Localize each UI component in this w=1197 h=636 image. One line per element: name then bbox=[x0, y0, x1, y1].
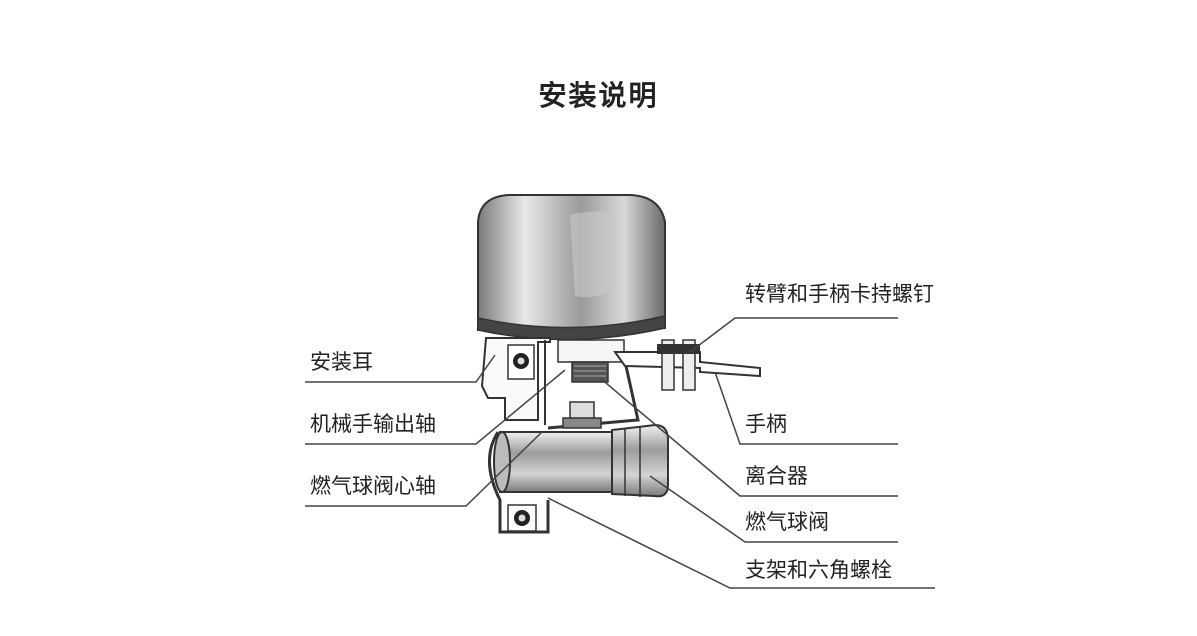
leader-lines-right bbox=[547, 317, 935, 589]
leader-lines-left bbox=[305, 354, 566, 507]
label-arm-handle-screw: 转臂和手柄卡持螺钉 bbox=[745, 282, 934, 306]
valve-stem-nut bbox=[562, 401, 602, 429]
label-mounting-ear: 安装耳 bbox=[310, 350, 373, 374]
label-gas-ball-valve: 燃气球阀 bbox=[745, 510, 829, 534]
ball-valve-body bbox=[493, 423, 669, 498]
u-bracket-bolt bbox=[488, 431, 550, 534]
label-clutch: 离合器 bbox=[745, 464, 808, 488]
label-valve-core-shaft: 燃气球阀心轴 bbox=[310, 474, 436, 498]
page-title: 安装说明 bbox=[538, 79, 659, 112]
mounting-ear-plate bbox=[480, 337, 551, 425]
label-handle: 手柄 bbox=[745, 412, 787, 436]
handle-arm bbox=[547, 339, 761, 430]
label-output-shaft: 机械手输出轴 bbox=[310, 412, 436, 436]
clutch-gear bbox=[557, 339, 625, 383]
actuator-cap bbox=[477, 194, 666, 341]
label-bracket-bolt: 支架和六角螺栓 bbox=[745, 558, 892, 582]
